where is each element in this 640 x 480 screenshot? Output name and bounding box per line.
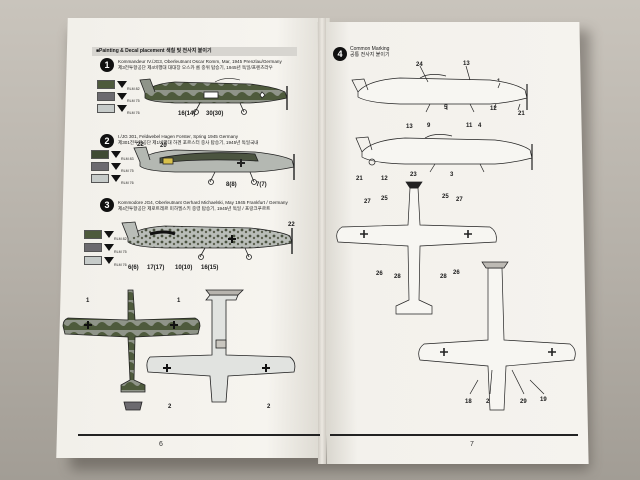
callout-label: 5 bbox=[444, 105, 448, 111]
page-number-right: 7 bbox=[470, 441, 474, 448]
swatch-rlm75 bbox=[84, 243, 102, 252]
callout-label: 7(7) bbox=[256, 182, 267, 188]
callout-label: 16(15) bbox=[201, 265, 219, 271]
swatch-label: RLM 76 bbox=[121, 181, 134, 185]
swatch-marker-icon bbox=[117, 81, 127, 88]
swatch-rlm82 bbox=[97, 80, 115, 89]
callout-label: 1 bbox=[177, 298, 181, 304]
callout-label: 20 bbox=[160, 143, 167, 149]
swatch-label: RLM 76 bbox=[114, 263, 127, 267]
swatch-label: RLM 82 bbox=[114, 237, 127, 241]
callout-label: 16(14) bbox=[178, 111, 196, 117]
scheme-2-aircraft-profile bbox=[133, 146, 295, 185]
callout-label: 1 bbox=[86, 298, 90, 304]
swatch-label: RLM 75 bbox=[127, 99, 140, 103]
callout-label: 23 bbox=[410, 172, 417, 178]
scheme-2-caption-en: I./JG 301, Feldwebel Hagen Forster, Spri… bbox=[118, 134, 239, 139]
callout-label: 2 bbox=[168, 404, 172, 410]
callout-label: 17(17) bbox=[147, 265, 165, 271]
callout-label: 11 bbox=[466, 123, 473, 129]
page-number-left: 6 bbox=[159, 441, 163, 448]
swatch-marker-icon bbox=[104, 231, 114, 238]
callout-label: 12 bbox=[490, 106, 497, 112]
callout-label: 26 bbox=[453, 270, 460, 276]
common-side-view-2 bbox=[355, 134, 533, 173]
booklet-spine bbox=[318, 18, 326, 464]
scheme-3-aircraft-profile bbox=[121, 221, 293, 260]
callout-label: 10(10) bbox=[175, 265, 193, 271]
callout-label: 13 bbox=[463, 61, 470, 67]
common-top-view bbox=[336, 181, 497, 315]
callout-label: 25 bbox=[381, 196, 388, 202]
swatch-marker-icon bbox=[111, 163, 121, 170]
callout-label: 21 bbox=[518, 111, 525, 117]
section-header: ■Painting & Decal placement 색칠 및 전사지 붙이기 bbox=[92, 47, 297, 56]
bottom-view-aircraft bbox=[146, 289, 296, 403]
swatch-marker-icon bbox=[104, 244, 114, 251]
swatch-rlm75 bbox=[91, 162, 109, 171]
swatch-rlm76 bbox=[97, 104, 115, 113]
callout-label: 18 bbox=[465, 399, 472, 405]
callout-label: 24 bbox=[416, 62, 423, 68]
callout-label: 25 bbox=[442, 194, 449, 200]
callout-label: 22 bbox=[288, 222, 295, 228]
swatch-marker-icon bbox=[117, 105, 127, 112]
scheme-number-2: 2 bbox=[100, 134, 114, 148]
swatch-marker-icon bbox=[111, 151, 121, 158]
swatch-marker-icon bbox=[111, 175, 121, 182]
swatch-rlm83 bbox=[91, 150, 109, 159]
callout-label: 19 bbox=[540, 397, 547, 403]
step-title-ko: 공통 전사지 붙이기 bbox=[350, 52, 390, 58]
step-title-en: Common Marking bbox=[350, 46, 390, 52]
scheme-3-caption-ko: 제4전투항공단 제로트레르 미하엘스키 중령 탑승기, 1945년 독일 / 프… bbox=[118, 206, 271, 211]
scheme-1-aircraft-profile bbox=[139, 78, 288, 115]
swatch-marker-icon bbox=[117, 93, 127, 100]
footer-rule bbox=[78, 434, 320, 436]
swatch-label: RLM 76 bbox=[127, 111, 140, 115]
swatch-rlm76 bbox=[91, 174, 109, 183]
common-bottom-view bbox=[418, 261, 576, 411]
swatch-rlm76 bbox=[84, 256, 102, 265]
swatch-label: RLM 82 bbox=[127, 87, 140, 91]
scheme-3-caption-en: Kommodore JG4, Oberleutnant Gerhard Mich… bbox=[118, 200, 288, 205]
callout-label: 2 bbox=[267, 404, 271, 410]
callout-label: 22 bbox=[137, 142, 144, 148]
callout-label: 27 bbox=[364, 199, 371, 205]
callout-label: 30(30) bbox=[206, 111, 224, 117]
scheme-1-caption-ko: 제3전투항공단 제4비행대 대대장 오스카 롬 중위 탑승기, 1945년 독일… bbox=[118, 65, 273, 70]
callout-label: 8(8) bbox=[226, 182, 237, 188]
swatch-label: RLM 83 bbox=[121, 157, 134, 161]
callout-label: 4 bbox=[478, 123, 482, 129]
scheme-2-caption-ko: 제301전투항공단 제1비행대 하겐 포르스터 중사 탑승기, 1945년 독일… bbox=[118, 140, 259, 145]
swatch-label: RLM 75 bbox=[114, 250, 127, 254]
scheme-number-3: 3 bbox=[100, 198, 114, 212]
swatch-rlm75 bbox=[97, 92, 115, 101]
swatch-marker-icon bbox=[104, 257, 114, 264]
callout-label: 21 bbox=[356, 176, 363, 182]
callout-label: 12 bbox=[381, 176, 388, 182]
callout-label: 28 bbox=[440, 274, 447, 280]
callout-label: 13 bbox=[406, 124, 413, 130]
callout-label: 27 bbox=[456, 197, 463, 203]
callout-label: 29 bbox=[520, 399, 527, 405]
scheme-number-1: 1 bbox=[100, 58, 114, 72]
swatch-label: RLM 75 bbox=[121, 169, 134, 173]
footer-rule bbox=[330, 434, 578, 436]
swatch-rlm82 bbox=[84, 230, 102, 239]
callout-label: 3 bbox=[450, 172, 454, 178]
common-side-view-1 bbox=[351, 65, 528, 113]
scheme-1-caption-en: Kommandeur IV./JG3, Oberleutnant Oscar R… bbox=[118, 59, 282, 64]
step-number-4: 4 bbox=[333, 47, 347, 61]
callout-label: 28 bbox=[394, 274, 401, 280]
callout-label: 9 bbox=[427, 123, 431, 129]
callout-label: 26 bbox=[376, 271, 383, 277]
callout-label: 6(6) bbox=[128, 265, 139, 271]
top-view-aircraft bbox=[62, 289, 201, 411]
